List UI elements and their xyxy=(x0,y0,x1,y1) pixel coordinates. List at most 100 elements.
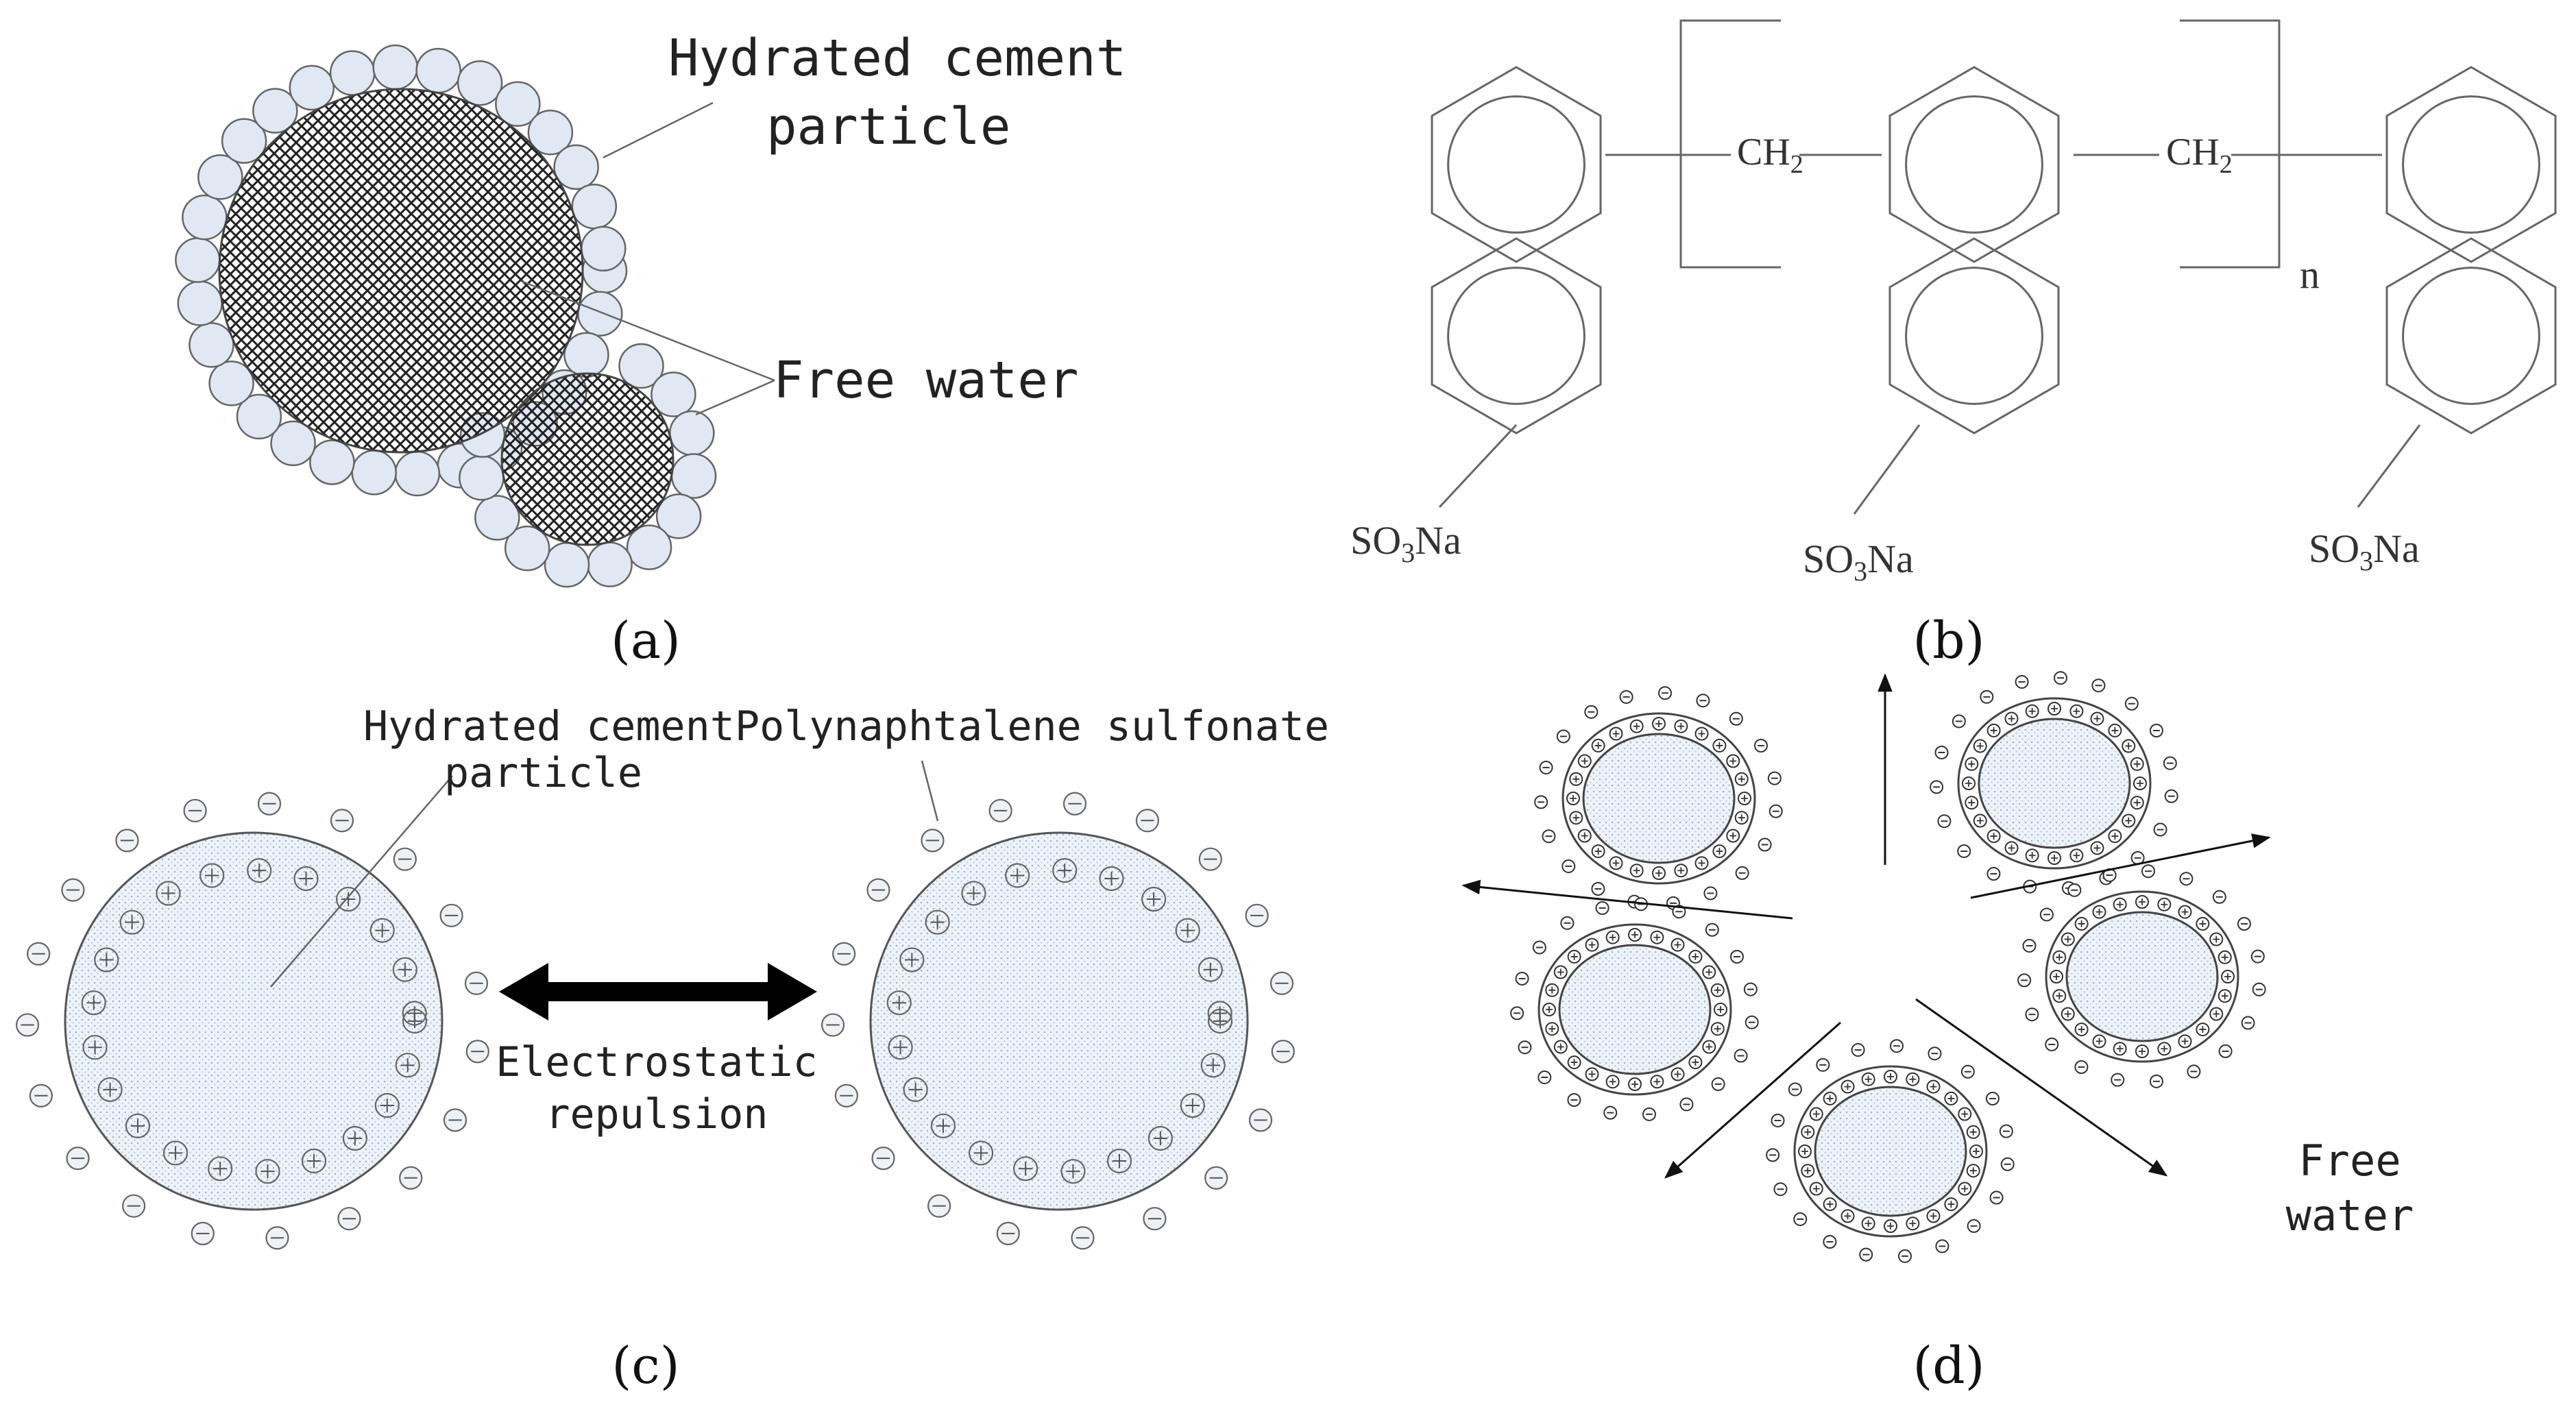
charge-sign-bar xyxy=(2213,935,2220,943)
charge-sign-bar xyxy=(1609,1078,1616,1086)
positive-charge-icon xyxy=(1005,863,1030,888)
charge-sign-bar xyxy=(2078,920,2085,927)
charge-sign-bar xyxy=(1738,775,1745,783)
label-repeat-n: n xyxy=(2300,252,2320,297)
charge-sign-bar xyxy=(1887,1073,1894,1080)
leader-line-particle-c xyxy=(270,775,453,988)
charge-sign-bar xyxy=(2224,973,2231,980)
benzene-ring xyxy=(2385,66,2557,263)
positive-charge-icon xyxy=(1147,1125,1173,1151)
label-ch2-1: CH2 xyxy=(1737,131,1803,179)
free-water-bubble xyxy=(581,225,627,272)
charge-sign-bar xyxy=(2181,908,2189,916)
label-repulsion: repulsion xyxy=(545,1090,768,1138)
charge-sign-bar xyxy=(2221,953,2228,961)
charge-sign-bar xyxy=(1973,1148,1980,1155)
positive-charge-icon xyxy=(1052,858,1078,883)
positive-charge-icon xyxy=(886,990,912,1016)
free-water-bubble xyxy=(270,420,316,467)
dispersed-particles xyxy=(1510,671,2266,1263)
charge-sign-bar xyxy=(1588,1070,1596,1078)
positive-charge-icon xyxy=(199,863,225,888)
charge-sign-bar xyxy=(1653,933,1661,941)
free-water-bubble xyxy=(587,541,633,587)
charge-sign-bar xyxy=(2133,760,2141,768)
free-water-bubble xyxy=(655,493,702,539)
caption-a: (a) xyxy=(611,611,681,670)
free-water-bubble xyxy=(651,371,696,417)
charge-sign-bar xyxy=(2078,1026,2085,1033)
panel-c: Hydrated cement particle Polynaphtalene … xyxy=(15,702,1329,1395)
label-polynaphtalene-sulfonate: Polynaphtalene sulfonate xyxy=(735,702,1329,750)
benzene-ring xyxy=(1431,66,1602,263)
positive-charge-icon xyxy=(1198,957,1223,982)
charge-sign-bar xyxy=(1947,1094,1955,1102)
aromatic-circle xyxy=(2402,95,2540,234)
charge-sign-bar xyxy=(2221,992,2228,1000)
aromatic-circle xyxy=(1905,267,2043,405)
label-particle: particle xyxy=(766,97,1010,156)
aromatic-circle xyxy=(1447,95,1585,234)
charge-sign-bar xyxy=(1990,726,1997,734)
free-water-bubble xyxy=(329,50,376,96)
charge-sign-bar xyxy=(1738,814,1745,822)
charge-sign-bar xyxy=(2073,852,2080,859)
charge-sign-bar xyxy=(1812,1185,1820,1192)
free-water-bubble xyxy=(504,525,550,572)
benzene-ring xyxy=(1888,66,2060,263)
free-water-bubble xyxy=(626,524,672,570)
adsorbed-layer xyxy=(1538,923,1732,1096)
label-particle-c: particle xyxy=(444,749,642,797)
panel-a: Hydrated cement particle Free water (a) xyxy=(175,29,1126,670)
charge-sign-bar xyxy=(1633,722,1640,730)
charge-sign-bar xyxy=(1677,867,1685,874)
charge-sign-bar xyxy=(2051,855,2058,861)
charge-sign-bar xyxy=(1961,1185,1969,1192)
charge-sign-bar xyxy=(1594,742,1602,749)
free-water-bubble xyxy=(252,88,298,134)
arrow-right-down xyxy=(1915,998,2168,1177)
charge-sign-bar xyxy=(2095,1038,2103,1045)
dispersed-cement-particle xyxy=(1814,1086,1967,1217)
arrow-left-down xyxy=(1664,1021,1841,1179)
label-electrostatic: Electrostatic xyxy=(496,1038,818,1086)
charge-sign-bar xyxy=(2064,1010,2071,1018)
free-water-bubble xyxy=(189,322,234,368)
charge-sign-bar xyxy=(1546,1006,1553,1013)
label-so3na-3: SO3Na xyxy=(2309,526,2420,576)
bond-so3na-2 xyxy=(1853,424,1921,515)
charge-sign-bar xyxy=(2137,780,2143,787)
dispersed-cement-particle xyxy=(1582,733,1736,864)
charge-sign-bar xyxy=(1612,730,1620,737)
naphthalene-rings xyxy=(1431,66,2557,435)
benzene-ring xyxy=(1888,237,2060,435)
positive-charge-icon xyxy=(94,947,119,972)
label-hydrated-cement-c: Hydrated cement xyxy=(363,702,735,750)
charge-sign-bar xyxy=(1594,848,1602,855)
charge-sign-bar xyxy=(1677,722,1685,730)
charge-sign-bar xyxy=(2028,852,2036,859)
charge-sign-bar xyxy=(1976,817,1984,824)
positive-charge-icon xyxy=(899,947,925,972)
double-arrow xyxy=(499,963,817,1020)
bond-so3na-1 xyxy=(1438,424,1518,509)
bond-so3na-3 xyxy=(2357,424,2421,508)
charge-sign-bar xyxy=(1548,1025,1556,1033)
charge-sign-bar xyxy=(1705,968,1713,976)
charge-sign-bar xyxy=(2093,715,2101,722)
free-water-bubble xyxy=(459,455,505,501)
positive-charge-icon xyxy=(1175,918,1200,943)
charge-sign-bar xyxy=(1864,1075,1872,1083)
charge-sign-bar xyxy=(2139,898,2146,905)
label-so3na-1: SO3Na xyxy=(1350,518,1461,568)
free-water-bubble xyxy=(182,194,228,241)
charge-sign-bar xyxy=(1729,832,1737,840)
charge-sign-bar xyxy=(1812,1110,1820,1118)
charge-sign-bar xyxy=(1717,1006,1724,1013)
caption-c: (c) xyxy=(611,1336,679,1395)
bracket-left xyxy=(1679,19,1781,269)
free-water-bubble xyxy=(527,109,574,156)
positive-charge-icon xyxy=(1207,1001,1232,1026)
charge-sign-bar xyxy=(2093,844,2101,852)
